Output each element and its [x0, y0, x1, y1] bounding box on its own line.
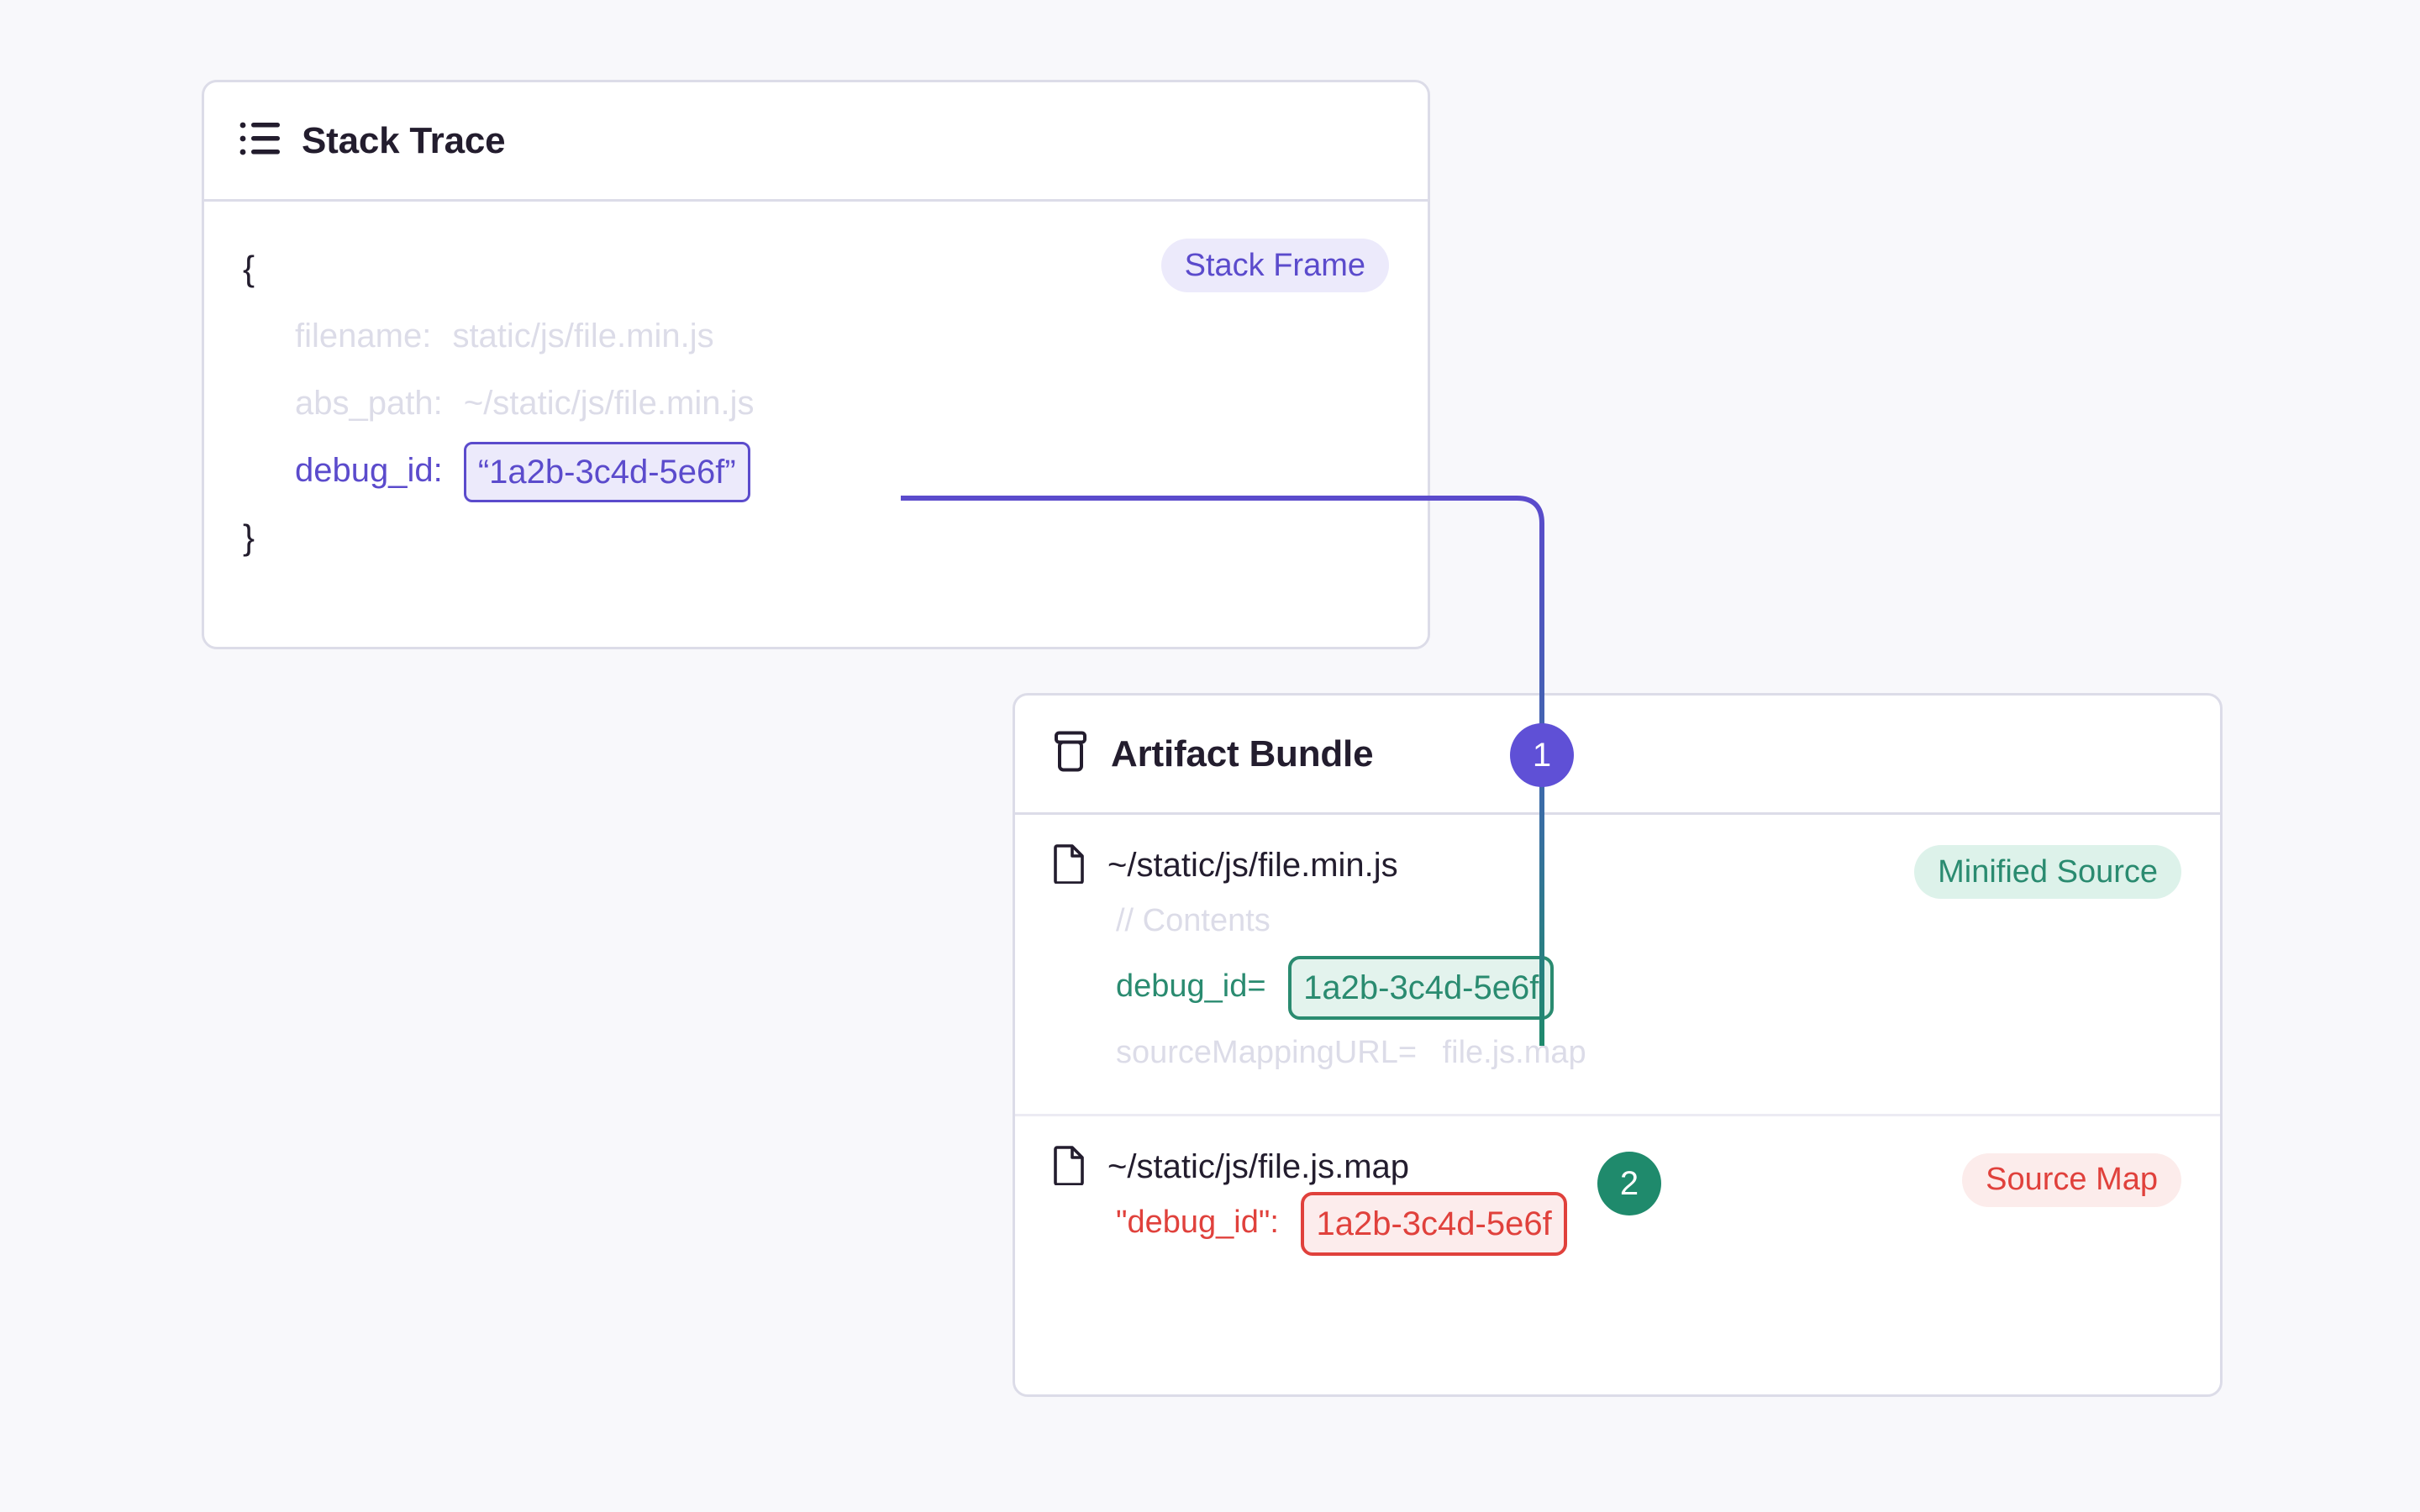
- stack-trace-body: Stack Frame { filename: static/js/file.m…: [204, 202, 1428, 571]
- source-mapping-url-value: file.js.map: [1442, 1034, 1586, 1070]
- minified-source-badge: Minified Source: [1914, 845, 2181, 899]
- field-filename-value: static/js/file.min.js: [452, 318, 714, 354]
- source-map-debug-id-key: "debug_id":: [1116, 1204, 1279, 1240]
- minified-debug-id-line: debug_id= 1a2b-3c4d-5e6f: [1054, 953, 2181, 1020]
- source-map-file-row: ~/static/js/file.js.map: [1054, 1145, 2181, 1189]
- artifact-bundle-header: Artifact Bundle: [1015, 696, 2220, 815]
- step-badge-2[interactable]: 2: [1597, 1152, 1661, 1215]
- source-map-path: ~/static/js/file.js.map: [1107, 1147, 1410, 1185]
- minified-debug-id-chip[interactable]: 1a2b-3c4d-5e6f: [1288, 955, 1555, 1020]
- source-map-debug-id-line: "debug_id": 1a2b-3c4d-5e6f: [1054, 1189, 2181, 1256]
- step-badge-1[interactable]: 1: [1510, 723, 1574, 787]
- archive-box-icon: [1050, 731, 1091, 777]
- source-map-section: Source Map ~/static/js/file.js.map "debu…: [1015, 1116, 2220, 1264]
- stack-trace-debug-id-chip[interactable]: “1a2b-3c4d-5e6f”: [463, 442, 750, 503]
- source-map-debug-id-chip[interactable]: 1a2b-3c4d-5e6f: [1301, 1191, 1567, 1256]
- field-abs-path-value: ~/static/js/file.min.js: [463, 385, 755, 422]
- minified-debug-id-key: debug_id=: [1116, 969, 1266, 1004]
- field-debug-id: debug_id: “1a2b-3c4d-5e6f”: [243, 437, 1389, 504]
- file-icon: [1054, 1145, 1086, 1189]
- source-mapping-url-key: sourceMappingURL=: [1116, 1034, 1418, 1070]
- minified-source-path: ~/static/js/file.min.js: [1107, 847, 1398, 884]
- field-abs-path-key: abs_path:: [295, 385, 443, 422]
- json-close-brace: }: [243, 517, 255, 557]
- artifact-section-divider: [1015, 1113, 2220, 1116]
- list-icon: [239, 120, 281, 161]
- field-filename-key: filename:: [295, 318, 432, 354]
- json-open-brace: {: [243, 249, 255, 288]
- field-debug-id-key: debug_id:: [295, 452, 443, 489]
- file-icon: [1054, 843, 1086, 888]
- field-abs-path: abs_path: ~/static/js/file.min.js: [243, 370, 1389, 437]
- artifact-bundle-title: Artifact Bundle: [1111, 732, 1374, 774]
- artifact-bundle-card: Artifact Bundle Minified Source ~/static…: [1013, 693, 2223, 1397]
- source-mapping-url-line: sourceMappingURL= file.js.map: [1054, 1020, 2181, 1085]
- field-filename: filename: static/js/file.min.js: [243, 302, 1389, 370]
- stack-frame-badge: Stack Frame: [1160, 239, 1389, 292]
- stack-trace-title: Stack Trace: [302, 119, 506, 161]
- stack-trace-header: Stack Trace: [204, 82, 1428, 202]
- source-map-badge: Source Map: [1962, 1152, 2181, 1207]
- stack-trace-card: Stack Trace Stack Frame { filename: stat…: [202, 80, 1430, 649]
- minified-source-section: Minified Source ~/static/js/file.min.js …: [1015, 815, 2220, 1094]
